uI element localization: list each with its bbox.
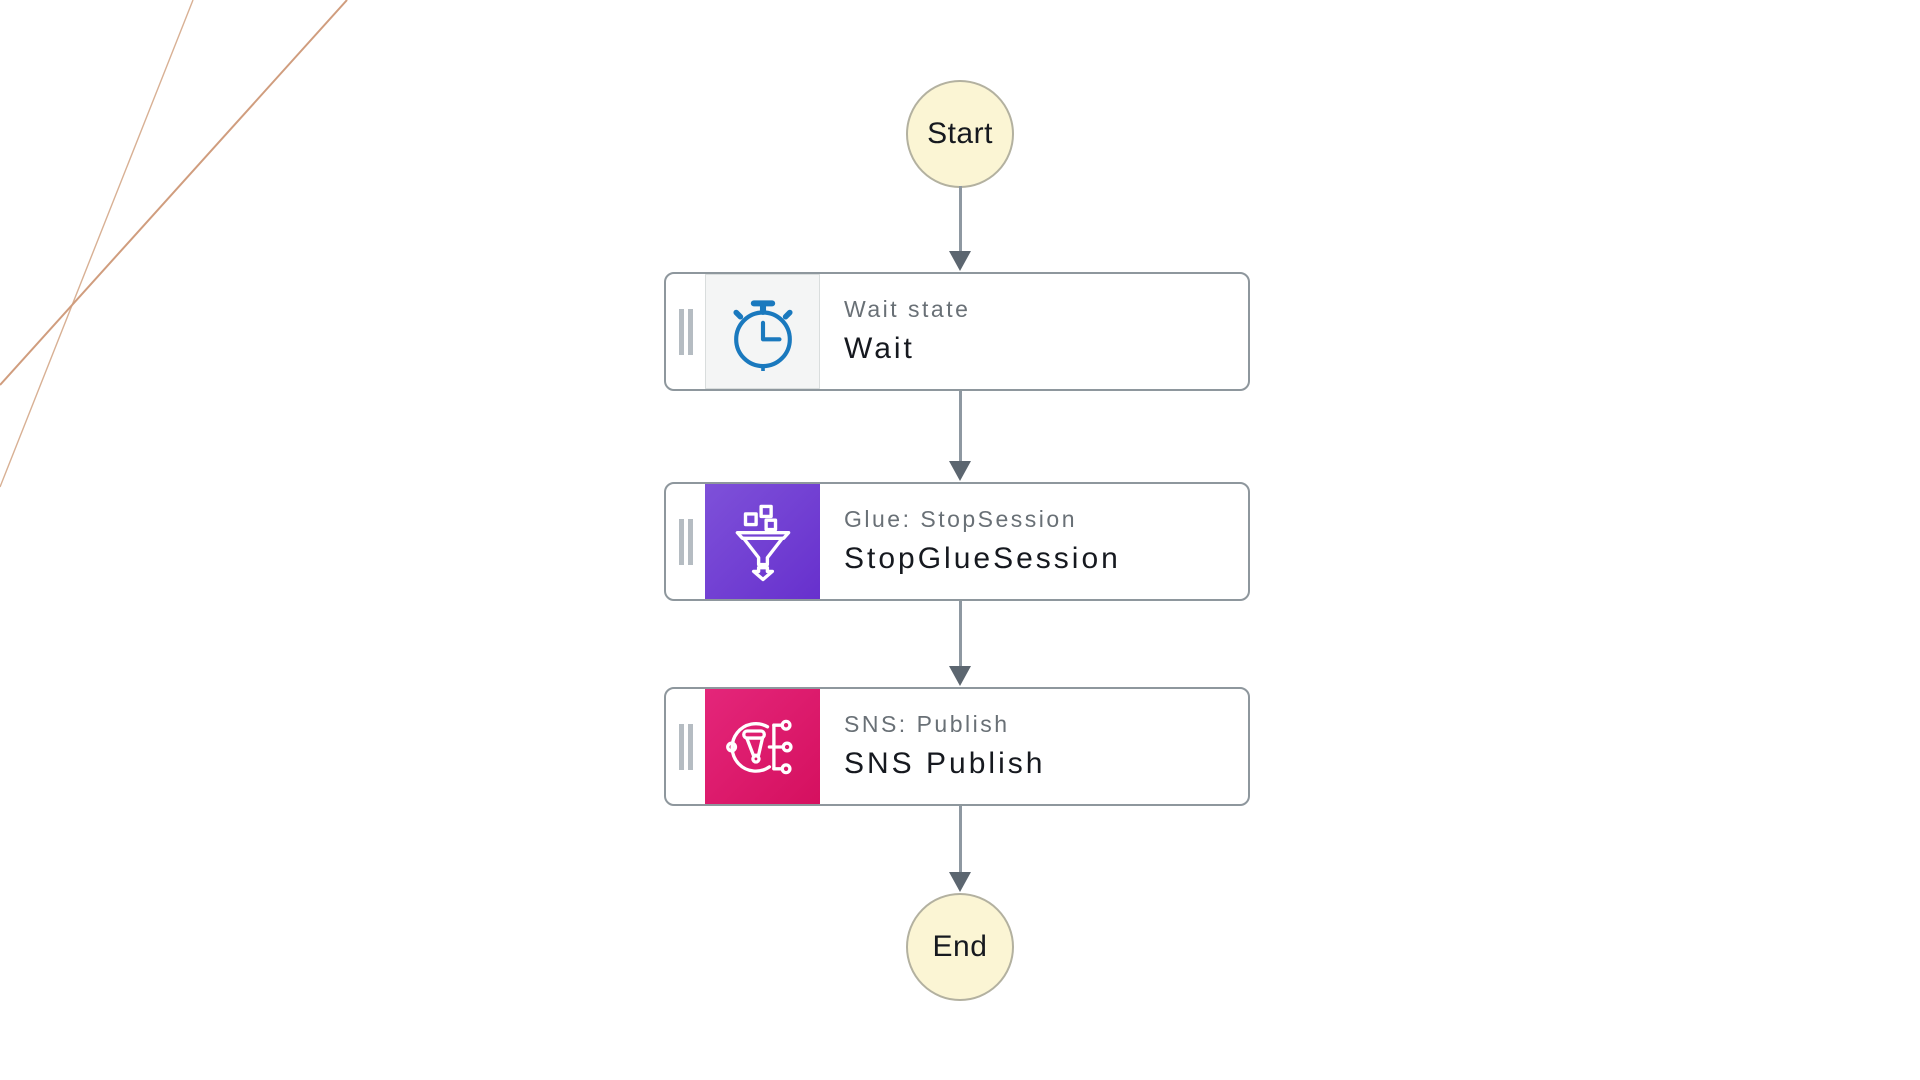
state-subtitle: Glue: StopSession xyxy=(844,505,1078,532)
drag-handle[interactable] xyxy=(666,274,705,389)
connector-wait-glue xyxy=(958,391,962,461)
arrowhead-icon xyxy=(949,872,971,892)
stopwatch-icon xyxy=(732,299,793,371)
start-node-label: Start xyxy=(927,117,993,150)
connector-glue-sns xyxy=(958,601,962,666)
arrowhead-icon xyxy=(949,461,971,481)
drag-handle[interactable] xyxy=(666,484,705,599)
grip-bar xyxy=(678,723,684,770)
state-subtitle: Wait state xyxy=(844,295,971,322)
drag-handle[interactable] xyxy=(666,689,705,804)
state-text: SNS: Publish SNS Publish xyxy=(820,689,1045,804)
arrowhead-icon xyxy=(949,666,971,686)
grip-bar xyxy=(687,723,693,770)
sns-icon-square xyxy=(705,689,820,804)
arrowhead-icon xyxy=(949,251,971,271)
state-title: SNS Publish xyxy=(844,746,1046,780)
start-node: Start xyxy=(906,80,1014,188)
grip-bar xyxy=(678,308,684,355)
end-node: End xyxy=(906,893,1014,1001)
grip-bar xyxy=(678,518,684,565)
glue-funnel-icon xyxy=(735,504,790,581)
state-box-glue-stopsession[interactable]: Glue: StopSession StopGlueSession xyxy=(664,482,1250,601)
state-box-wait[interactable]: Wait state Wait xyxy=(664,272,1250,391)
end-node-label: End xyxy=(932,930,988,963)
decor-line-thin xyxy=(0,0,194,488)
decor-line-thick xyxy=(0,0,348,386)
decor-diagonal-lines xyxy=(0,0,348,488)
grip-bar xyxy=(687,308,693,355)
connector-start-wait xyxy=(958,186,962,252)
sns-publish-icon xyxy=(725,719,793,774)
wait-state-icon-square xyxy=(705,274,820,389)
state-title: StopGlueSession xyxy=(844,541,1121,575)
state-title: Wait xyxy=(844,331,915,365)
state-subtitle: SNS: Publish xyxy=(844,710,1010,737)
connector-sns-end xyxy=(958,806,962,872)
state-text: Glue: StopSession StopGlueSession xyxy=(820,484,1121,599)
glue-icon-square xyxy=(705,484,820,599)
grip-bar xyxy=(687,518,693,565)
state-box-sns-publish[interactable]: SNS: Publish SNS Publish xyxy=(664,687,1250,806)
state-text: Wait state Wait xyxy=(820,274,970,389)
